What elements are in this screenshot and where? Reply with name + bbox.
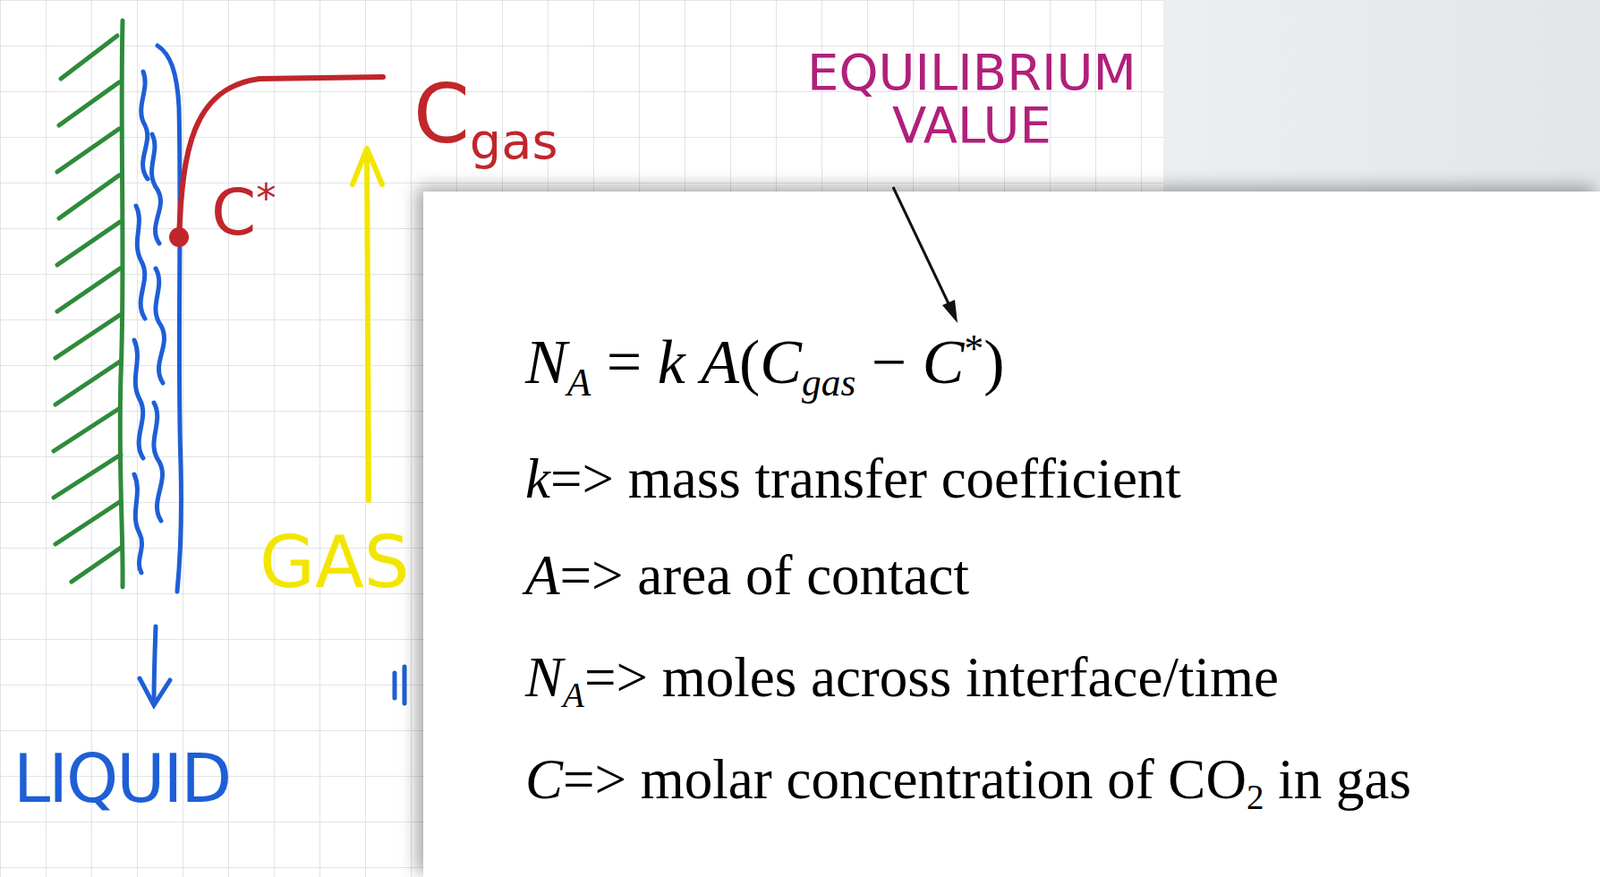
concentration-profile: [178, 76, 383, 238]
definition-line: A=> area of contact: [525, 542, 970, 611]
liquid-film: [134, 45, 405, 706]
solid-wall: [53, 20, 123, 588]
leader-arrow: [852, 173, 1032, 353]
gas-concentration-label: Cgas: [413, 69, 559, 169]
gas-phase-label: GAS: [259, 523, 410, 603]
interface-concentration-label: C*: [211, 177, 277, 248]
gas-flow-arrow: [352, 148, 383, 501]
rate-equation: NA = k A(Cgas − C*): [525, 324, 1005, 406]
definition-line: k=> mass transfer coefficient: [525, 445, 1182, 514]
interface-point: [169, 227, 189, 247]
definition-panel: NA = k A(Cgas − C*) k=> mass transfer coe…: [423, 191, 1600, 877]
definition-line: C=> molar concentration of CO2 in gas: [525, 746, 1412, 819]
equilibrium-note: EQUILIBRIUM VALUE: [780, 46, 1164, 153]
definition-line: NA=> moles across interface/time: [525, 644, 1279, 717]
liquid-phase-label: LIQUID: [13, 742, 230, 816]
